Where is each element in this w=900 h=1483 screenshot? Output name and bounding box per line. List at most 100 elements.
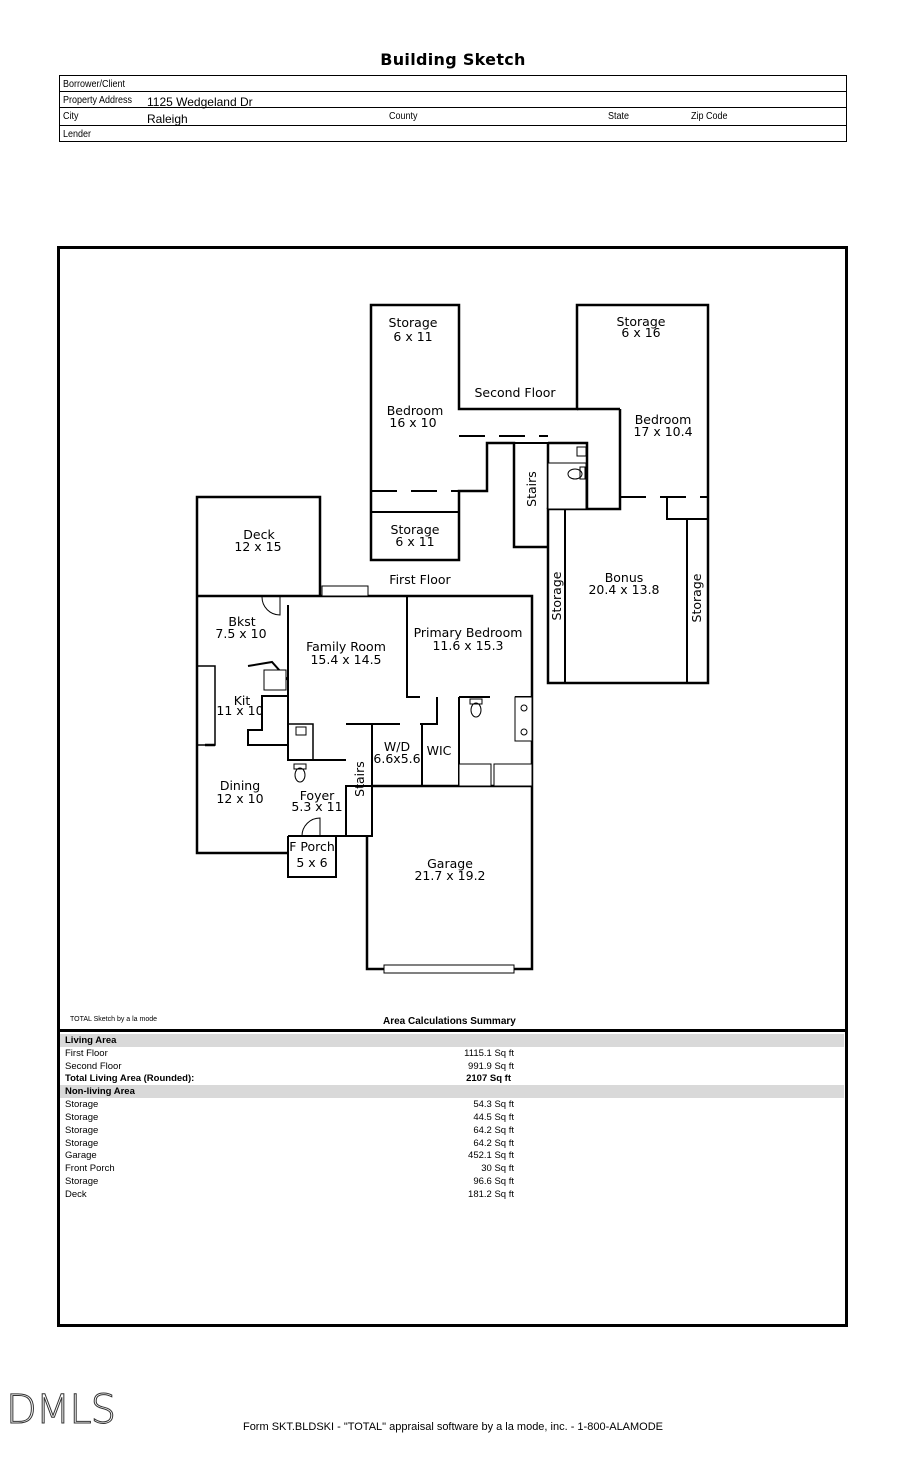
summary-title: Area Calculations Summary [383,1016,516,1027]
dining-dims: 12 x 10 [216,791,263,806]
row-value: 44.5 Sq ft [473,1112,514,1123]
family-room-name: Family Room [306,639,386,654]
row-value: 64.2 Sq ft [473,1138,514,1149]
row-label: Storage [65,1099,99,1110]
wic-label: WIC [427,743,452,758]
primary-bedroom-name: Primary Bedroom [414,625,523,640]
property-label: Property Address [63,95,133,106]
row-label: Storage [65,1112,99,1123]
storage-tr-name: Storage [617,314,666,329]
county-label: County [389,111,418,122]
deck-wall [195,495,322,596]
bkst-name: Bkst [228,614,255,629]
table-row: Storage 44.5 Sq ft [60,1111,844,1124]
row-value: 96.6 Sq ft [473,1176,514,1187]
table-row: Storage 96.6 Sq ft [60,1175,844,1188]
row-label: Storage [65,1138,99,1149]
garage-name: Garage [427,856,473,871]
total-label: Total Living Area (Rounded): [65,1073,195,1084]
stairs-lower-label: Stairs [352,761,367,797]
garage-dims: 21.7 x 19.2 [414,868,485,883]
deck-name: Deck [243,527,275,542]
storage-mid-name: Storage [391,522,440,537]
second-floor-label: Second Floor [474,385,556,400]
row-label: Storage [65,1176,99,1187]
table-row: Deck 181.2 Sq ft [60,1188,844,1201]
second-floor-upper-wall [457,354,579,411]
lender-row: Lender [60,126,846,141]
storage-bonus-left-label: Storage [549,571,564,620]
row-label: Second Floor [65,1061,122,1072]
storage-tl-dims: 6 x 11 [393,329,432,344]
row-value: 64.2 Sq ft [473,1125,514,1136]
borrower-label: Borrower/Client [63,79,126,90]
storage-tr-dims: 6 x 16 [621,325,660,340]
header-table: Borrower/Client Property Address 1125 We… [59,75,847,142]
table-row: Storage 54.3 Sq ft [60,1098,844,1111]
dining-name: Dining [220,778,260,793]
summary-divider [59,1029,846,1032]
storage-tl-wall [369,303,461,354]
row-value: 30 Sq ft [481,1163,514,1174]
table-row: Garage 452.1 Sq ft [60,1149,844,1162]
property-row: Property Address 1125 Wedgeland Dr [60,92,846,109]
table-row: Storage 64.2 Sq ft [60,1137,844,1150]
living-header: Living Area [60,1034,844,1047]
dmls-watermark-logo: DMLS [6,1390,117,1426]
table-row: First Floor 1115.1 Sq ft [60,1047,844,1060]
first-floor-left-wall [195,596,288,855]
dmls-watermark-text: DMLS [6,1390,115,1426]
wd-dims: 6.6x5.6 [373,751,420,766]
row-label: Storage [65,1125,99,1136]
storage-bonus-right-label: Storage [689,573,704,622]
city-row: City Raleigh County State Zip Code [60,108,846,126]
wd-name: W/D [384,739,410,754]
storage-tr-wall [575,303,710,354]
row-label: Front Porch [65,1163,115,1174]
first-floor-label: First Floor [389,572,451,587]
lender-label: Lender [63,129,92,140]
zip-label: Zip Code [691,111,728,122]
table-row: Front Porch 30 Sq ft [60,1162,844,1175]
fporch-name: F Porch [289,839,335,854]
living-header-label: Living Area [65,1035,117,1046]
bedroom-left-dims: 16 x 10 [389,415,436,430]
storage-tl-name: Storage [389,315,438,330]
bonus-dims: 20.4 x 13.8 [588,582,659,597]
bedroom-left-name: Bedroom [387,403,444,418]
foyer-dims: 5.3 x 11 [291,799,342,814]
table-row: Storage 64.2 Sq ft [60,1124,844,1137]
summary-caption: TOTAL Sketch by a la mode [70,1016,158,1023]
bonus-name: Bonus [605,570,644,585]
nonliving-header-label: Non-living Area [65,1086,135,1097]
row-value: 1115.1 Sq ft [464,1048,514,1059]
borrower-row: Borrower/Client [60,76,846,92]
nonliving-header: Non-living Area [60,1085,844,1098]
kit-dims: 11 x 10 [216,703,263,718]
bedroom-right-wall [546,354,710,685]
table-row: Second Floor 991.9 Sq ft [60,1060,844,1073]
bkst-dims: 7.5 x 10 [215,626,266,641]
state-label: State [608,111,630,122]
primary-bedroom-dims: 11.6 x 15.3 [432,638,503,653]
bedroom-right-dims: 17 x 10.4 [633,424,692,439]
bedroom-right-name: Bedroom [635,412,692,427]
deck-dims: 12 x 15 [234,539,281,554]
row-value: 991.9 Sq ft [468,1061,514,1072]
foyer-name: Foyer [300,788,335,803]
storage-mid-dims: 6 x 11 [395,534,434,549]
total-value: 2107 Sq ft [466,1073,511,1084]
fporch-dims: 5 x 6 [296,855,327,870]
row-label: Garage [65,1150,97,1161]
row-value: 54.3 Sq ft [473,1099,514,1110]
kit-name: Kit [234,693,251,708]
row-label: Deck [65,1189,87,1200]
row-label: First Floor [65,1048,108,1059]
row-value: 181.2 Sq ft [468,1189,514,1200]
property-value: 1125 Wedgeland Dr [147,95,253,109]
sketch-frame [57,246,848,1327]
page-title: Building Sketch [380,50,526,69]
total-row: Total Living Area (Rounded): 2107 Sq ft [60,1072,844,1085]
city-value: Raleigh [147,112,188,126]
